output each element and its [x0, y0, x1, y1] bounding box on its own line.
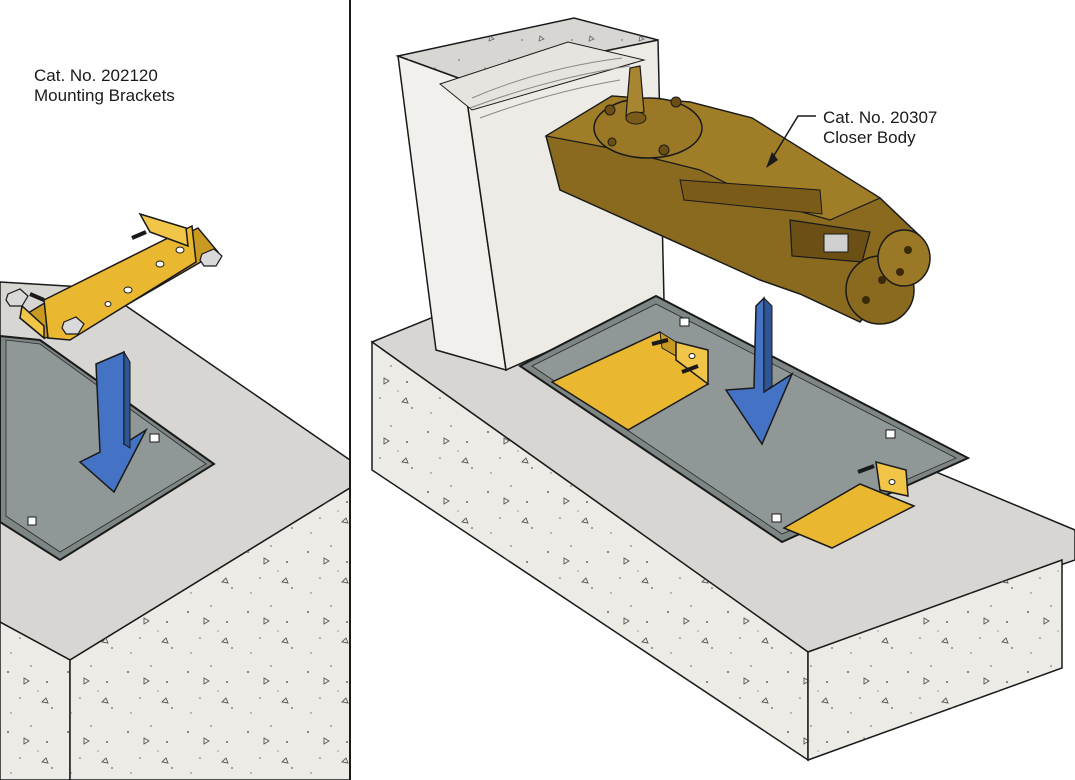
left-panel: [0, 212, 351, 780]
closer-body-name: Closer Body: [823, 128, 916, 147]
closer-body-callout: Cat. No. 20307 Closer Body: [823, 108, 937, 148]
right-bracket-rear: [550, 331, 710, 431]
right-bracket-front: [782, 460, 916, 549]
left-mounting-bracket: [5, 212, 223, 341]
mounting-brackets-callout: Cat. No. 202120 Mounting Brackets: [34, 66, 175, 106]
right-panel: [370, 17, 1075, 762]
arrow-down-icon: [78, 350, 148, 494]
mounting-brackets-cat-no: Cat. No. 202120: [34, 66, 158, 85]
closer-body: [544, 65, 931, 325]
arrow-down-icon: [724, 296, 794, 446]
closer-body-leader: [766, 115, 816, 168]
mounting-brackets-name: Mounting Brackets: [34, 86, 175, 105]
closer-body-cat-no: Cat. No. 20307: [823, 108, 938, 127]
